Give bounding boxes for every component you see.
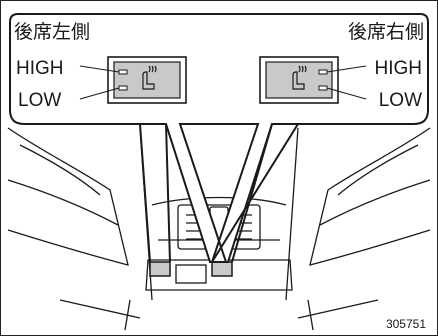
callout-pointers (139, 123, 299, 263)
left-low-label: LOW (18, 90, 61, 111)
figure-code: 305751 (386, 317, 426, 331)
right-console-switch[interactable] (211, 261, 233, 277)
right-high-indicator (318, 69, 328, 75)
leader-lines (79, 65, 367, 100)
right-seat-title: 後席右側 (348, 21, 424, 43)
left-low-indicator (118, 85, 128, 91)
right-seat-heater-switch[interactable] (259, 56, 339, 104)
left-seat-heater-switch[interactable] (107, 56, 187, 104)
seat-heater-icon (292, 65, 307, 90)
right-low-label: LOW (379, 90, 422, 111)
left-high-label: HIGH (16, 58, 64, 79)
interior-illustration (7, 127, 431, 331)
right-low-indicator (318, 85, 328, 91)
left-seat-title: 後席左側 (14, 21, 90, 43)
seat-heater-icon (142, 65, 157, 90)
right-high-label: HIGH (375, 58, 423, 79)
left-console-switch[interactable] (149, 261, 171, 277)
left-high-indicator (118, 69, 128, 75)
